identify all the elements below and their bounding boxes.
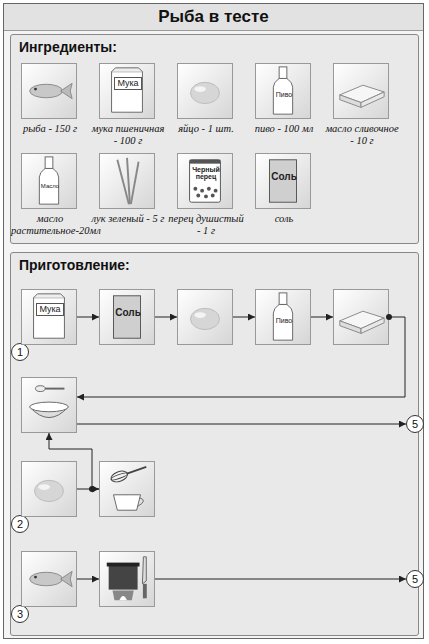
- egg-icon: [178, 290, 232, 344]
- package-label: Черный перец: [190, 166, 222, 181]
- pot-icon: [100, 552, 154, 606]
- step-circle: 1: [11, 343, 29, 361]
- package-label: Соль: [270, 172, 298, 183]
- step-box: [177, 289, 233, 345]
- package-label: Мука: [36, 303, 64, 316]
- ingredient-caption: перец душистый - 1 г: [167, 213, 245, 236]
- package-label: Пиво: [274, 91, 294, 98]
- package-label: Пиво: [274, 317, 294, 324]
- oil-icon: [22, 154, 76, 208]
- callout-number: 5: [407, 571, 423, 587]
- flow-arrow: [77, 579, 99, 580]
- flow-arrow: [155, 317, 177, 318]
- step-box: Мука: [21, 289, 77, 345]
- ingredient-tile: Масломасло растительное-20мл: [21, 153, 77, 209]
- flour-icon: [22, 290, 76, 344]
- callout-number: 1: [12, 344, 28, 360]
- section-heading: Ингредиенты:: [19, 39, 117, 55]
- junction-dot: [89, 486, 95, 492]
- diagram-title: Рыба в тесте: [4, 7, 423, 27]
- ingredient-tile: яйцо - 1 шт.: [177, 63, 233, 119]
- egg-icon: [178, 64, 232, 118]
- ingredient-tile: Сольсоль: [255, 153, 311, 209]
- section-panel: Ингредиенты:рыба - 150 гМукамука пшеничн…: [10, 34, 419, 244]
- ingredient-tile: Мукамука пшеничная - 100 г: [99, 63, 155, 119]
- butter-icon: [334, 64, 388, 118]
- step-circle: 5: [406, 570, 424, 588]
- section-panel: Приготовление:1МукаСольПиво5235: [10, 252, 419, 636]
- ingredient-tile: лук зеленый - 5 г: [99, 153, 155, 209]
- ingredient-caption: пиво - 100 мл: [245, 123, 323, 135]
- egg-icon: [22, 462, 76, 516]
- flour-icon: [100, 64, 154, 118]
- flow-arrow: [311, 317, 333, 318]
- flow-arrow: [155, 579, 406, 580]
- flow-arrow: [77, 317, 99, 318]
- ingredient-caption: рыба - 150 г: [11, 123, 89, 135]
- ingredient-caption: мука пшеничная - 100 г: [89, 123, 167, 146]
- ingredient-caption: соль: [245, 213, 323, 225]
- junction-dot: [386, 314, 392, 320]
- step-box: Соль: [99, 289, 155, 345]
- ingredient-caption: лук зеленый - 5 г: [89, 213, 167, 225]
- ingredient-tile: масло сливочное - 10 г: [333, 63, 389, 119]
- butter-icon: [334, 290, 388, 344]
- callout-number: 5: [407, 416, 423, 432]
- bowl-icon: [22, 378, 76, 432]
- package-label: Масло: [40, 183, 60, 189]
- step-circle: 3: [11, 605, 29, 623]
- step-box: Пиво: [255, 289, 311, 345]
- ingredient-caption: яйцо - 1 шт.: [167, 123, 245, 135]
- ingredient-tile: рыба - 150 г: [21, 63, 77, 119]
- step-box: [21, 377, 77, 433]
- ingredient-tile: Черный перецперец душистый - 1 г: [177, 153, 233, 209]
- step-box: [99, 461, 155, 517]
- pepper-icon: [178, 154, 232, 208]
- step-box: [99, 551, 155, 607]
- step-circle: 2: [11, 515, 29, 533]
- step-box: [333, 289, 389, 345]
- flow-arrow: [233, 317, 255, 318]
- ingredient-tile: Пивопиво - 100 мл: [255, 63, 311, 119]
- callout-number: 3: [12, 606, 28, 622]
- callout-number: 2: [12, 516, 28, 532]
- step-box: [21, 461, 77, 517]
- package-label: Мука: [114, 77, 142, 90]
- fish-icon: [22, 552, 76, 606]
- fish-icon: [22, 64, 76, 118]
- flow-arrow: [49, 433, 99, 489]
- flow-arrow: [77, 424, 406, 425]
- flow-arrow: [77, 489, 99, 490]
- whisk-icon: [100, 462, 154, 516]
- step-circle: 5: [406, 415, 424, 433]
- section-heading: Приготовление:: [19, 257, 130, 273]
- step-box: [21, 551, 77, 607]
- package-label: Соль: [114, 308, 142, 319]
- ingredient-caption: масло растительное-20мл: [11, 213, 89, 236]
- flow-arrow: [77, 317, 405, 397]
- onion-icon: [100, 154, 154, 208]
- ingredient-caption: масло сливочное - 10 г: [323, 123, 401, 146]
